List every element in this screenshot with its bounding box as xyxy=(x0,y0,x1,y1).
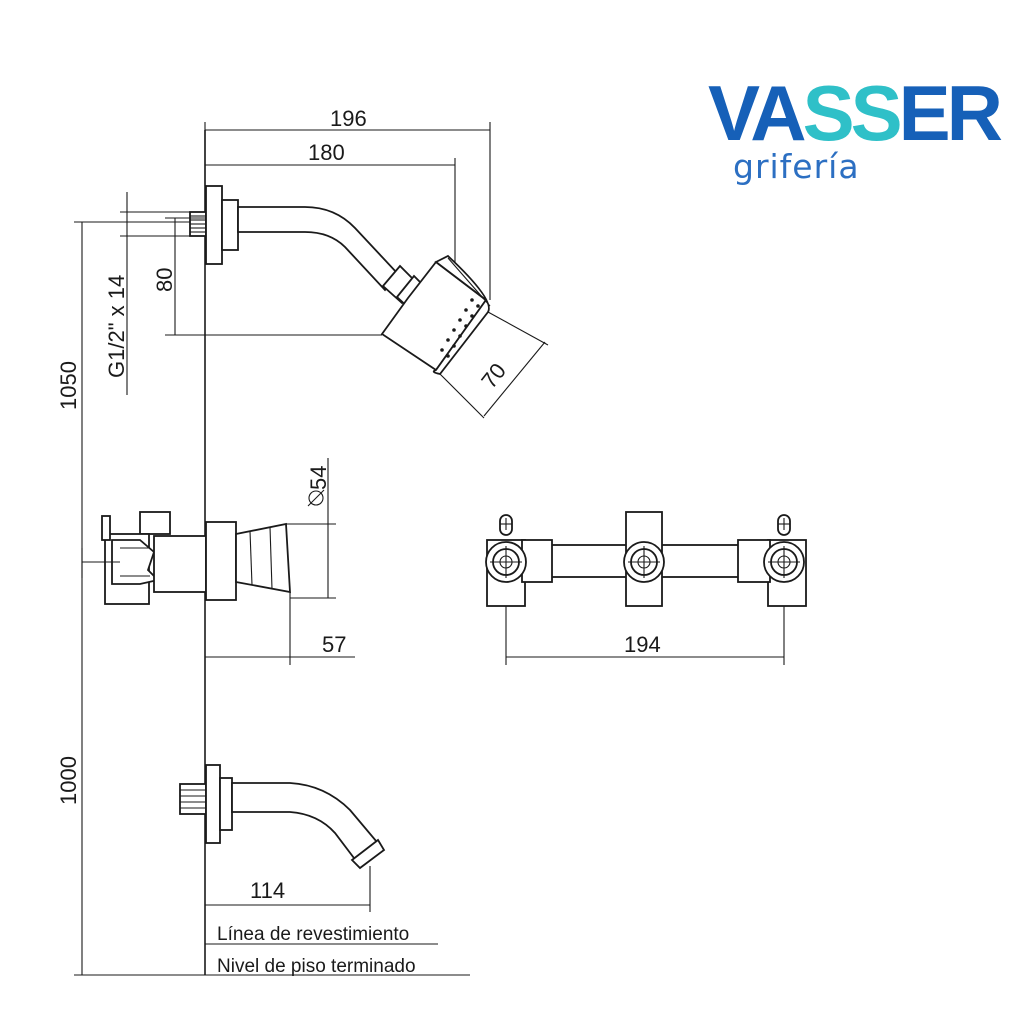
shower-head xyxy=(380,254,491,375)
dimension-80: 80 xyxy=(152,217,382,336)
logo-text-ss: SS xyxy=(803,69,900,157)
dimension-180: 180 xyxy=(205,140,456,262)
dimension-54: 54 xyxy=(286,458,336,599)
dimension-57: 57 xyxy=(205,592,355,665)
logo-subtitle: grifería xyxy=(733,147,860,186)
brand-logo: VASSER grifería xyxy=(708,69,1006,186)
valve-set-front xyxy=(485,511,807,607)
dimension-1000: 1000 xyxy=(56,565,470,976)
wall-line-label: Línea de revestimiento xyxy=(217,924,409,945)
dimension-label-114: 114 xyxy=(250,878,285,903)
shower-arm xyxy=(189,185,400,292)
reference-lines: Línea de revestimiento Nivel de piso ter… xyxy=(205,924,438,977)
floor-level-label: Nivel de piso terminado xyxy=(217,956,416,977)
dimension-194: 194 xyxy=(505,606,785,665)
dimension-label-1000: 1000 xyxy=(56,756,81,805)
dimension-label-80: 80 xyxy=(152,268,177,292)
logo-text-er: ER xyxy=(899,69,1002,157)
dimension-label-196: 196 xyxy=(330,106,367,131)
dimension-label-194: 194 xyxy=(624,632,661,657)
dimension-label-thread: G1/2" x 14 xyxy=(104,275,129,378)
dimension-label-54: 54 xyxy=(306,466,331,490)
dimension-196: 196 xyxy=(204,106,491,300)
svg-text:VASSER: VASSER xyxy=(708,69,1002,157)
dimension-label-1050: 1050 xyxy=(56,361,81,410)
dimension-label-180: 180 xyxy=(308,140,345,165)
dimension-1050: 1050 xyxy=(56,221,190,565)
dimension-label-57: 57 xyxy=(322,632,346,657)
tub-spout xyxy=(179,764,386,870)
dimension-114: 114 xyxy=(205,866,371,912)
dimension-label-70: 70 xyxy=(476,358,511,393)
dimension-thread: G1/2" x 14 xyxy=(104,192,190,395)
logo-text-va: VA xyxy=(708,69,805,157)
side-valve xyxy=(81,511,291,605)
